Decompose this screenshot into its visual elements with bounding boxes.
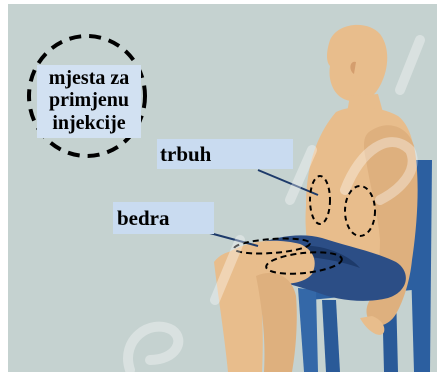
head xyxy=(327,25,387,102)
legs xyxy=(214,251,263,372)
legend-line-2: primjenu xyxy=(37,89,141,111)
abdomen-label: trbuh xyxy=(157,139,293,169)
legend-label: mjesta za primjenu injekcije xyxy=(37,65,141,138)
thighs-leader-line xyxy=(206,232,258,246)
legend-line-1: mjesta za xyxy=(37,67,141,89)
thighs-label: bedra xyxy=(113,202,214,234)
legend-line-3: injekcije xyxy=(37,112,141,134)
